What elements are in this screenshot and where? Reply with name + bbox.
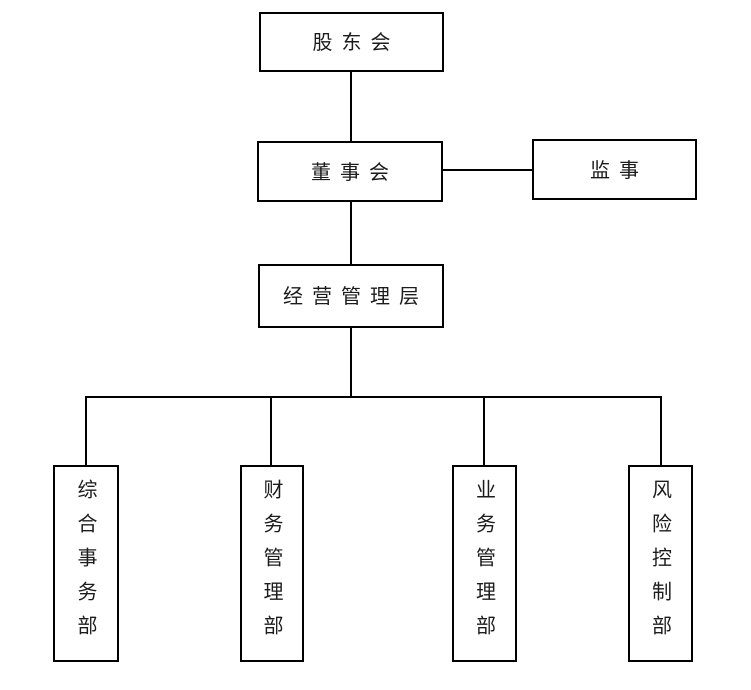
connector-drop-dept-business: [483, 396, 485, 465]
node-dept-risk-control: 风险控制部: [628, 465, 693, 662]
node-dept-business-label: 业务管理部: [472, 478, 497, 649]
connector-board-management: [350, 202, 352, 264]
node-management-label: 经营管理层: [283, 284, 428, 308]
node-board-of-directors: 董事会: [257, 141, 443, 202]
connector-management-stem: [350, 328, 352, 396]
node-dept-business-management: 业务管理部: [452, 465, 517, 662]
connector-drop-dept-risk: [660, 396, 662, 465]
node-dept-financial-management: 财务管理部: [240, 465, 304, 662]
connector-drop-dept-finance: [270, 396, 272, 465]
node-dept-risk-label: 风险控制部: [648, 478, 673, 649]
node-board-label: 董事会: [311, 159, 398, 184]
node-dept-general-label: 综合事务部: [74, 478, 98, 649]
node-dept-general-affairs: 综合事务部: [53, 465, 119, 662]
node-shareholders-meeting: 股东会: [259, 12, 444, 72]
connector-board-supervisor: [443, 169, 532, 171]
connector-department-bus: [85, 396, 662, 398]
node-supervisor-label: 监事: [590, 157, 648, 182]
node-dept-finance-label: 财务管理部: [260, 478, 284, 649]
connector-shareholders-board: [350, 72, 352, 141]
node-management-layer: 经营管理层: [258, 264, 444, 328]
node-supervisor: 监事: [532, 139, 697, 200]
node-shareholders-label: 股东会: [312, 30, 400, 54]
connector-drop-dept-general: [85, 396, 87, 465]
